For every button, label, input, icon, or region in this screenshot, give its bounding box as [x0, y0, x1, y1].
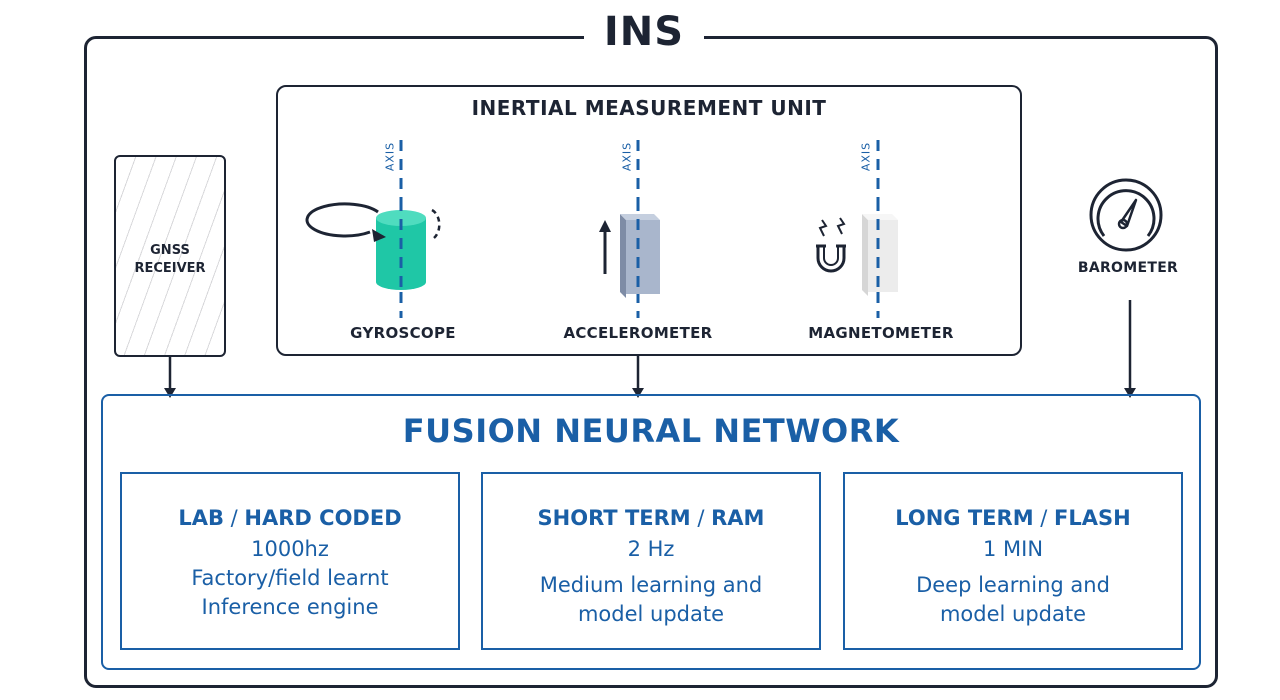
- barometer-icon: [1089, 178, 1163, 252]
- long-term-box-title: LONG TERM / FLASH: [895, 506, 1131, 530]
- short-term-title-right: RAM: [711, 506, 765, 530]
- magnetometer-icon: [862, 214, 898, 296]
- lab-box-line3: Inference engine: [201, 595, 379, 619]
- short-term-line2: Medium learning and: [539, 573, 763, 597]
- gyroscope-label: GYROSCOPE: [350, 324, 456, 342]
- long-term-line3: model update: [939, 602, 1087, 626]
- short-term-box-title: SHORT TERM / RAM: [537, 506, 765, 530]
- imu-arrow: [632, 356, 644, 398]
- ins-title-background: [584, 8, 704, 58]
- lab-box: [120, 472, 460, 650]
- lab-box-title-left: LAB: [178, 506, 224, 530]
- imu-title: INERTIAL MEASUREMENT UNIT: [471, 96, 827, 120]
- accelerometer-label: ACCELEROMETER: [563, 324, 713, 342]
- long-term-line1: 1 MIN: [982, 537, 1044, 561]
- long-term-line2: Deep learning and: [916, 573, 1110, 597]
- short-term-title-left: SHORT TERM: [537, 506, 691, 530]
- gyroscope-icon: [305, 202, 441, 290]
- lab-box-title-right: HARD CODED: [244, 506, 402, 530]
- imu-box: [276, 85, 1022, 356]
- long-term-box: [843, 472, 1183, 650]
- lab-box-title: LAB / HARD CODED: [178, 506, 402, 530]
- barometer-arrow: [1124, 300, 1136, 398]
- gnss-arrow: [164, 357, 176, 398]
- short-term-line1: 2 Hz: [627, 537, 675, 561]
- accelerometer-icon: [599, 214, 660, 298]
- gnss-receiver-label: GNSS RECEIVER: [114, 242, 226, 278]
- magnetometer-label: MAGNETOMETER: [808, 324, 954, 342]
- long-term-title-left: LONG TERM: [895, 506, 1034, 530]
- gnss-label-line1: GNSS: [150, 243, 190, 258]
- gnss-receiver-box: [114, 155, 226, 357]
- magnet-icon: [816, 217, 846, 273]
- barometer-label: BAROMETER: [1077, 260, 1179, 276]
- lab-box-line2: Factory/field learnt: [191, 566, 389, 590]
- gnss-label-line2: RECEIVER: [134, 261, 206, 276]
- short-term-box: [481, 472, 821, 650]
- fusion-neural-network-box: [101, 394, 1201, 670]
- lab-box-line1: 1000hz: [251, 537, 329, 561]
- long-term-title-right: FLASH: [1054, 506, 1131, 530]
- short-term-line3: model update: [577, 602, 725, 626]
- ins-title: INS: [603, 9, 685, 55]
- fusion-title: FUSION NEURAL NETWORK: [402, 412, 900, 450]
